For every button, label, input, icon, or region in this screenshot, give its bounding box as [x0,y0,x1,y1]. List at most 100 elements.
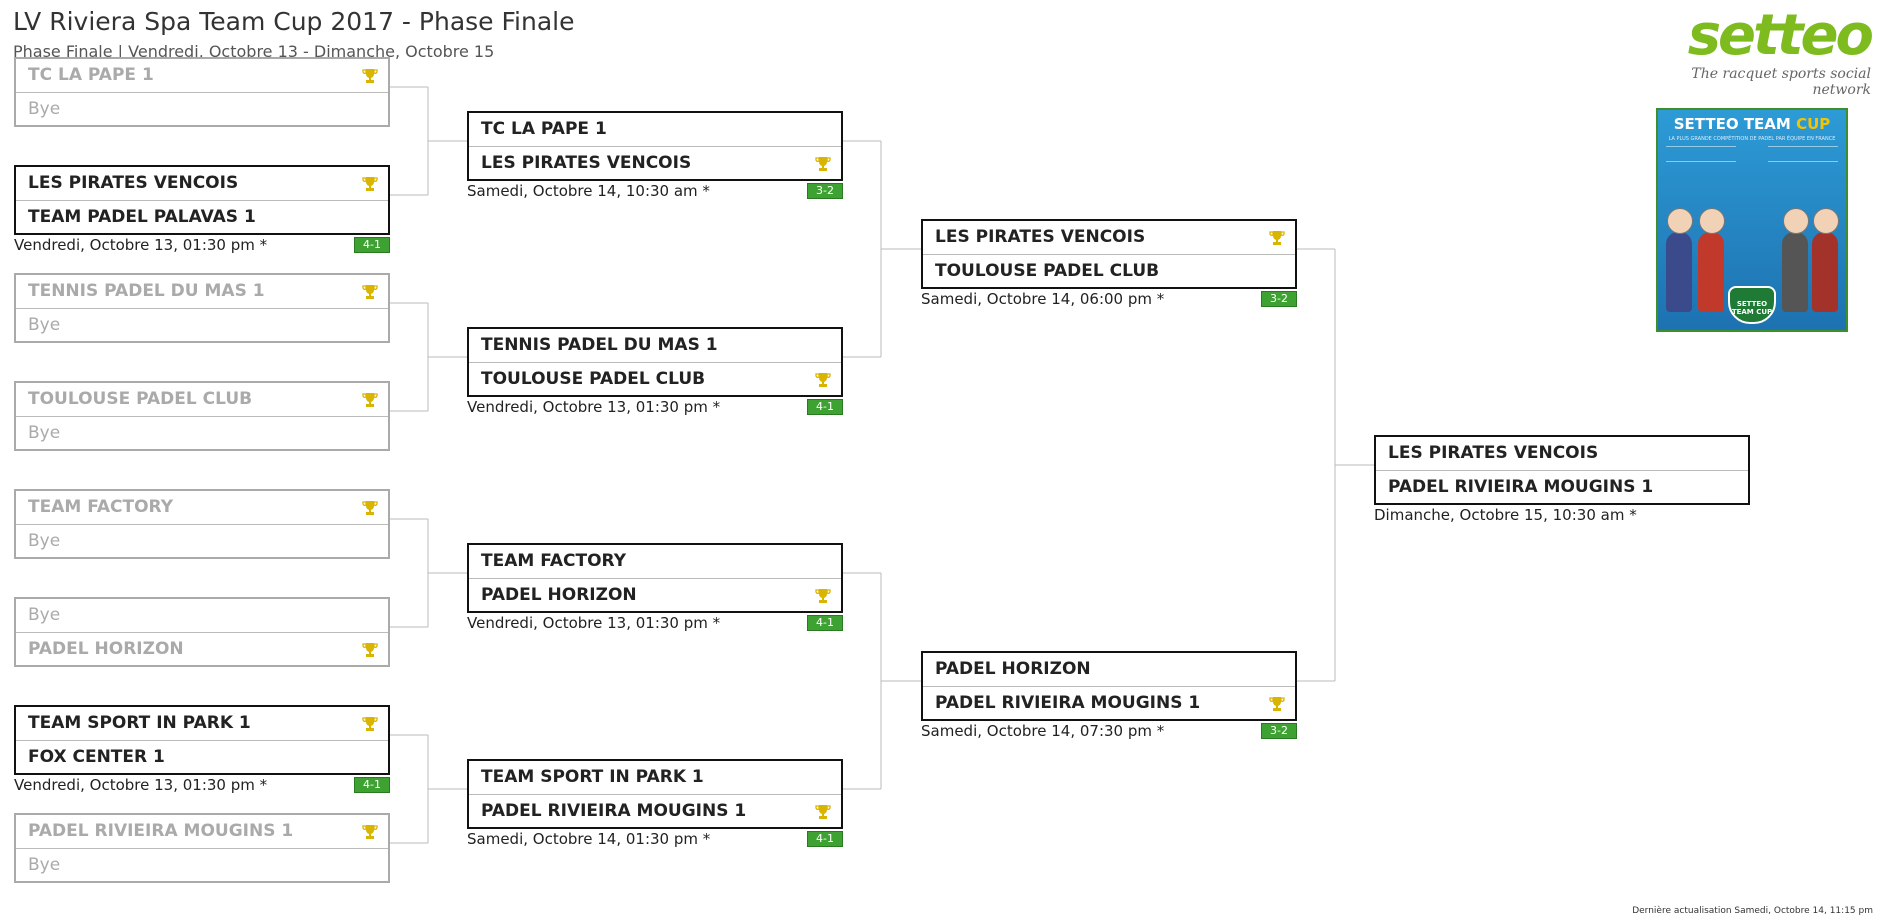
trophy-icon [815,805,831,819]
team-name[interactable]: TC LA PAPE 1 [16,59,388,92]
match-box[interactable]: TEAM FACTORY Bye [14,489,390,559]
setteo-logo[interactable]: setteo The racquet sports social network [1651,3,1874,99]
poster-badge: SETTEO TEAM CUP [1728,286,1776,324]
team-label: TENNIS PADEL DU MAS 1 [481,335,718,355]
team-name[interactable]: PADEL RIVIEIRA MOUGINS 1 [469,794,841,828]
match-date: Vendredi, Octobre 13, 01:30 pm * [14,776,268,794]
player-figure [1666,232,1692,312]
team-label: TC LA PAPE 1 [28,65,154,85]
bye-slot[interactable]: Bye [16,524,388,558]
team-name[interactable]: TC LA PAPE 1 [469,113,841,146]
team-name[interactable]: PADEL RIVIEIRA MOUGINS 1 [1376,470,1748,504]
team-name[interactable]: PADEL HORIZON [469,578,841,612]
team-name[interactable]: LES PIRATES VENCOIS [16,167,388,200]
team-name[interactable]: TOULOUSE PADEL CLUB [469,362,841,396]
score-badge: 3-2 [1261,723,1297,739]
round1-match[interactable]: TEAM FACTORY Bye [14,489,390,559]
match-box[interactable]: TC LA PAPE 1 Bye [14,57,390,127]
bye-slot[interactable]: Bye [16,848,388,882]
bye-slot[interactable]: Bye [16,416,388,450]
team-name[interactable]: TEAM FACTORY [16,491,388,524]
match-box[interactable]: TC LA PAPE 1 LES PIRATES VENCOIS [467,111,843,181]
round2-match[interactable]: TEAM SPORT IN PARK 1 PADEL RIVIEIRA MOUGI… [467,759,843,848]
team-name[interactable]: TEAM FACTORY [469,545,841,578]
match-date: Dimanche, Octobre 15, 10:30 am * [1374,506,1637,524]
team-name[interactable]: TOULOUSE PADEL CLUB [16,383,388,416]
team-name[interactable]: TEAM SPORT IN PARK 1 [469,761,841,794]
logo-wordmark: setteo [1687,3,1874,68]
match-box[interactable]: LES PIRATES VENCOIS PADEL RIVIEIRA MOUGIN… [1374,435,1750,505]
bye-slot[interactable]: Bye [16,92,388,126]
round1-match[interactable]: TENNIS PADEL DU MAS 1 Bye [14,273,390,343]
page-title: LV Riviera Spa Team Cup 2017 - Phase Fin… [13,7,575,36]
team-name[interactable]: TENNIS PADEL DU MAS 1 [16,275,388,308]
score-badge: 4-1 [807,831,843,847]
match-date: Samedi, Octobre 14, 07:30 pm * [921,722,1165,740]
team-name[interactable]: TOULOUSE PADEL CLUB [923,254,1295,288]
bye-slot[interactable]: Bye [16,599,388,632]
bye-slot[interactable]: Bye [16,308,388,342]
team-label: LES PIRATES VENCOIS [935,227,1146,247]
team-name[interactable]: PADEL RIVIEIRA MOUGINS 1 [923,686,1295,720]
team-label: Bye [28,855,61,875]
score-badge: 4-1 [354,237,390,253]
team-name[interactable]: TEAM SPORT IN PARK 1 [16,707,388,740]
team-label: TOULOUSE PADEL CLUB [28,389,253,409]
team-name[interactable]: PADEL HORIZON [16,632,388,666]
team-name[interactable]: LES PIRATES VENCOIS [469,146,841,180]
trophy-icon [362,177,378,191]
round1-match[interactable]: TC LA PAPE 1 Bye [14,57,390,127]
trophy-icon [362,825,378,839]
team-label: PADEL RIVIEIRA MOUGINS 1 [935,693,1201,713]
round1-match[interactable]: PADEL RIVIEIRA MOUGINS 1 Bye [14,813,390,883]
team-name[interactable]: PADEL HORIZON [923,653,1295,686]
trophy-icon [815,589,831,603]
team-label: PADEL RIVIEIRA MOUGINS 1 [481,801,747,821]
score-badge: 3-2 [1261,291,1297,307]
team-label: TOULOUSE PADEL CLUB [935,261,1160,281]
team-cup-poster[interactable]: SETTEO TEAM CUP LA PLUS GRANDE COMPÉTITI… [1656,108,1848,332]
team-name[interactable]: PADEL RIVIEIRA MOUGINS 1 [16,815,388,848]
team-name[interactable]: FOX CENTER 1 [16,740,388,774]
match-date: Vendredi, Octobre 13, 01:30 pm * [467,398,721,416]
team-label: TC LA PAPE 1 [481,119,607,139]
team-label: PADEL RIVIEIRA MOUGINS 1 [28,821,294,841]
final-match[interactable]: LES PIRATES VENCOIS PADEL RIVIEIRA MOUGIN… [1374,435,1750,524]
match-box[interactable]: TENNIS PADEL DU MAS 1 TOULOUSE PADEL CLUB [467,327,843,397]
trophy-icon [362,501,378,515]
match-box[interactable]: TOULOUSE PADEL CLUB Bye [14,381,390,451]
trophy-icon [362,717,378,731]
team-label: PADEL RIVIEIRA MOUGINS 1 [1388,477,1654,497]
match-box[interactable]: TEAM SPORT IN PARK 1 PADEL RIVIEIRA MOUGI… [467,759,843,829]
round3-match[interactable]: PADEL HORIZON PADEL RIVIEIRA MOUGINS 1 Sam… [921,651,1297,740]
team-label: TEAM SPORT IN PARK 1 [481,767,704,787]
player-head [1699,208,1725,234]
match-date: Vendredi, Octobre 13, 01:30 pm * [467,614,721,632]
match-date: Samedi, Octobre 14, 01:30 pm * [467,830,711,848]
match-box[interactable]: PADEL RIVIEIRA MOUGINS 1 Bye [14,813,390,883]
team-label: LES PIRATES VENCOIS [481,153,692,173]
match-box[interactable]: TENNIS PADEL DU MAS 1 Bye [14,273,390,343]
team-label: TEAM FACTORY [28,497,174,517]
team-name[interactable]: TENNIS PADEL DU MAS 1 [469,329,841,362]
team-name[interactable]: LES PIRATES VENCOIS [923,221,1295,254]
player-head [1667,208,1693,234]
player-figure [1812,232,1838,312]
round2-match[interactable]: TENNIS PADEL DU MAS 1 TOULOUSE PADEL CLUB… [467,327,843,416]
team-name[interactable]: TEAM PADEL PALAVAS 1 [16,200,388,234]
match-box[interactable]: PADEL HORIZON PADEL RIVIEIRA MOUGINS 1 [921,651,1297,721]
team-label: Bye [28,315,61,335]
team-name[interactable]: LES PIRATES VENCOIS [1376,437,1748,470]
round1-match[interactable]: TOULOUSE PADEL CLUB Bye [14,381,390,451]
match-box[interactable]: LES PIRATES VENCOIS TOULOUSE PADEL CLUB [921,219,1297,289]
